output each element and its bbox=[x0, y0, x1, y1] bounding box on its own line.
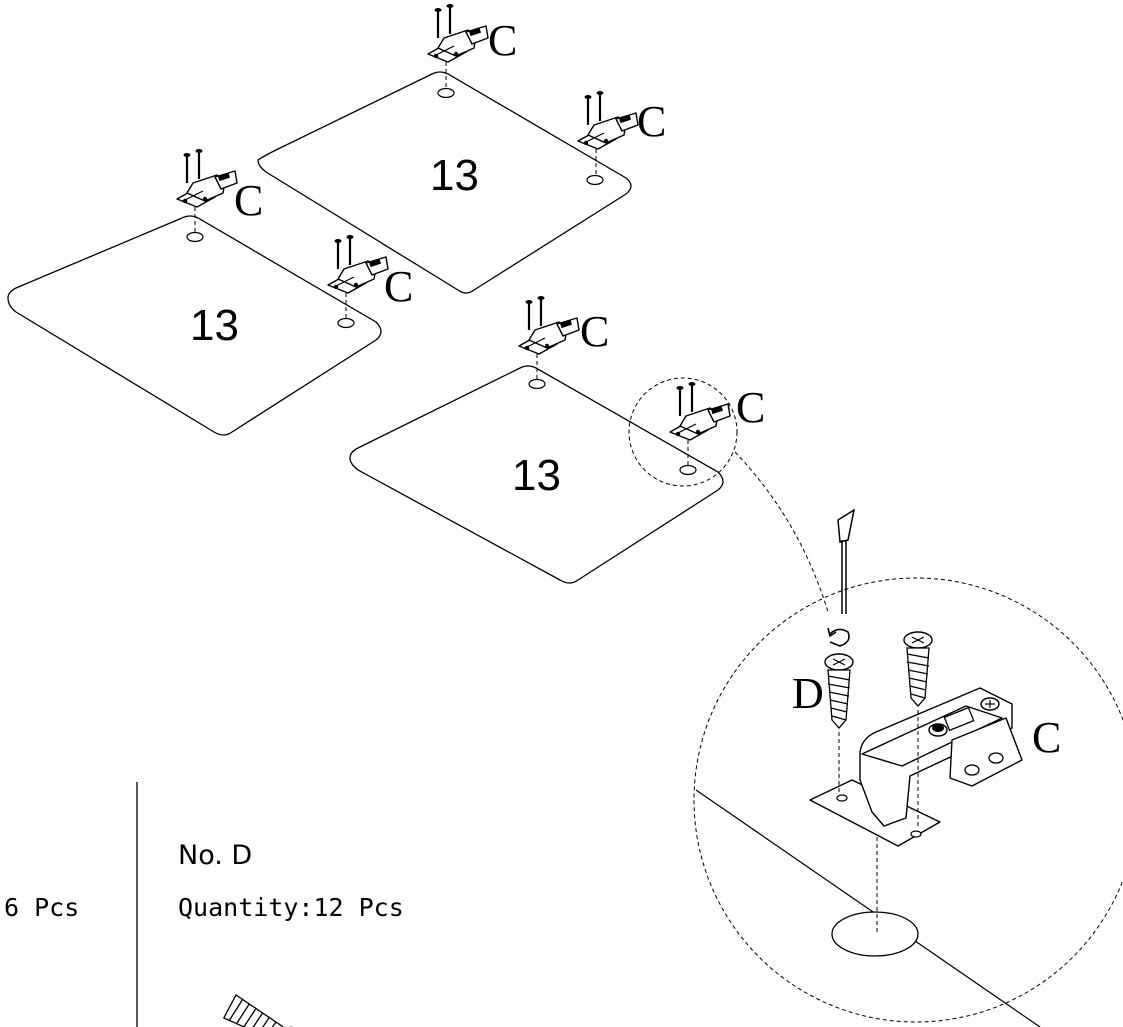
hinge-label: C bbox=[488, 16, 517, 65]
parts-list: 6 Pcs No. D Quantity:12 Pcs bbox=[4, 782, 404, 1027]
enlarged-hinge-detail: D C bbox=[695, 508, 1061, 1027]
mounting-hole-icon bbox=[586, 174, 604, 186]
mounting-hole-icon bbox=[528, 378, 546, 390]
detail-callout-small bbox=[628, 377, 738, 487]
detail-callout-large bbox=[693, 577, 1123, 1023]
mounting-hole-icon bbox=[679, 464, 697, 476]
mounting-hole-icon bbox=[186, 231, 204, 243]
panel-left: 13 C C bbox=[7, 147, 413, 436]
callout-connector bbox=[734, 451, 829, 613]
hinge-label: C bbox=[580, 307, 609, 356]
panel-top: 13 C C bbox=[257, 2, 666, 294]
panel-top-label: 13 bbox=[430, 151, 479, 200]
mounting-hole-icon bbox=[337, 317, 355, 329]
screw-icon bbox=[222, 994, 297, 1027]
part-d-quantity: Quantity:12 Pcs bbox=[178, 893, 404, 922]
mounting-hole-icon bbox=[437, 87, 455, 99]
screw-icon bbox=[903, 631, 933, 826]
hinge-icon bbox=[809, 687, 1023, 847]
part-d-title: No. D bbox=[178, 840, 252, 871]
panel-left-label: 13 bbox=[190, 301, 239, 350]
panel-bottom: 13 C C bbox=[349, 294, 765, 584]
mounting-hole-icon bbox=[831, 911, 919, 957]
hinge-label: C bbox=[384, 262, 413, 311]
screw-icon bbox=[824, 653, 854, 794]
hinge-label: C bbox=[1032, 713, 1061, 762]
panel-bottom-label: 13 bbox=[512, 451, 561, 500]
screw-label: D bbox=[792, 669, 824, 718]
part-c-quantity: 6 Pcs bbox=[4, 893, 79, 922]
hinge-label: C bbox=[736, 383, 765, 432]
hinge-label: C bbox=[637, 97, 666, 146]
hinge-label: C bbox=[234, 176, 263, 225]
rotation-arrow-icon bbox=[829, 628, 850, 647]
screwdriver-icon bbox=[837, 508, 856, 614]
